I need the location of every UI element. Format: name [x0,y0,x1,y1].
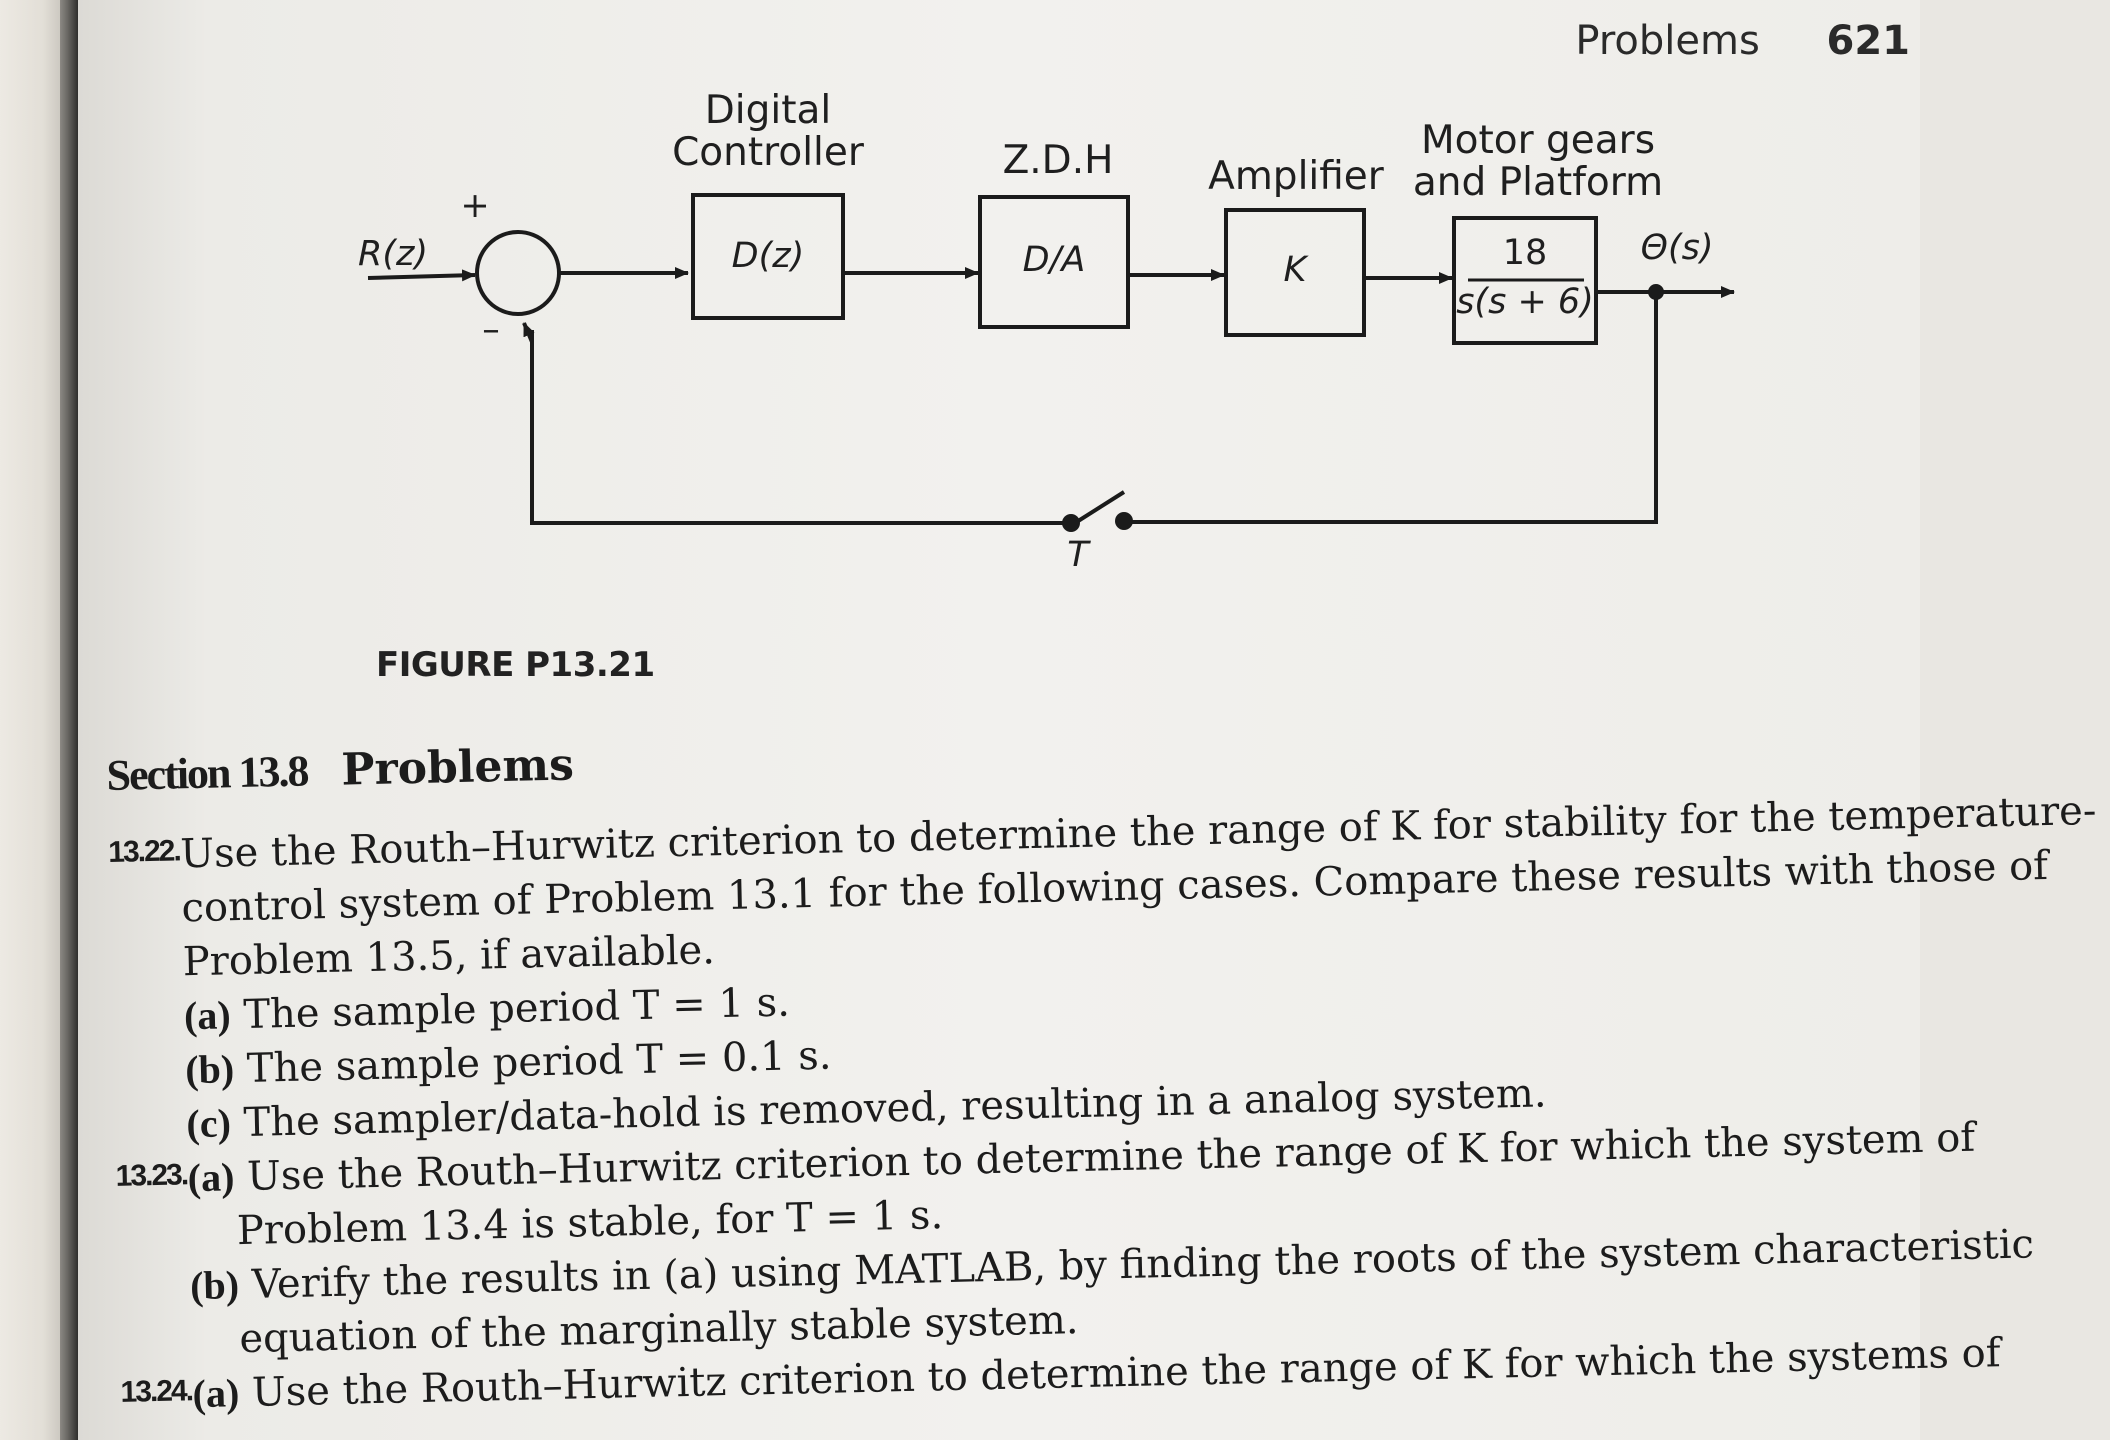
feedback-path-right [1118,292,1658,524]
output-takeoff-dot [1648,284,1664,300]
part-text: The sample period T = 0.1 s. [246,1032,832,1092]
controller-title-line2: Controller [672,130,864,176]
block-zdh [978,195,1130,329]
block-diagram-lines [367,193,1735,532]
input-label: R(z) [358,234,428,274]
part-letter: (c) [185,1100,232,1147]
zdh-content: D/A [1022,240,1086,280]
feedback-path-left [530,330,1071,525]
page-header: Problems 621 [1575,18,1910,64]
controller-title: Digital Controller [648,88,888,176]
section-title: Problems [340,739,575,796]
motor-title-line2: and Platform [1412,160,1664,206]
controller-title-line1: Digital [704,88,832,133]
feedback-arrow [522,322,535,343]
figure-caption: FIGURE P13.21 [376,645,655,685]
section-heading: Section 13.8 Problems [106,739,574,801]
running-head: Problems [1575,18,1760,64]
block-amplifier [1224,208,1366,337]
part-letter: (b) [184,1046,235,1093]
problem-13-22-line3: Problem 13.5, if available. [182,927,716,986]
problem-number-13-23: 13.23. [115,1158,188,1193]
motor-title: Motor gears and Platform [1408,118,1668,206]
block-diagram: Digital Controller Z.D.H Amplifier Motor… [348,80,1768,600]
sampler-label: T [1067,535,1089,575]
sum-minus-sign: – [482,310,500,350]
problem-number-13-22: 13.22. [107,834,181,869]
problem-13-23-part-b-cont: equation of the marginally stable system… [238,1297,1079,1363]
problem-number-13-24: 13.24. [120,1374,193,1409]
problem-13-22-part-a: (a) The sample period T = 1 s. [183,979,791,1039]
part-letter: (a) [187,1154,235,1201]
amplifier-content: K [1283,250,1307,290]
problem-13-22-part-b: (b) The sample period T = 0.1 s. [184,1032,832,1093]
page-number: 621 [1826,18,1911,64]
sampler-switch [1073,490,1126,525]
output-label: Θ(s) [1640,228,1714,268]
summing-junction [475,230,561,316]
part-letter: (b) [189,1262,240,1309]
zdh-title: Z.D.H [1002,138,1114,183]
part-letter: (a) [183,992,232,1039]
block-digital-controller [691,193,845,320]
problem-13-23-part-a-cont: Problem 13.4 is stable, for T = 1 s. [236,1192,944,1255]
part-letter: (a) [192,1370,240,1417]
input-line [367,269,476,282]
motor-title-line1: Motor gears [1420,118,1656,163]
sampler-contact-left [1062,514,1080,532]
section-number: Section 13.8 [106,746,308,800]
sum-plus-sign: + [460,186,490,226]
page: Problems 621 [78,0,1920,1440]
block-motor-platform [1452,216,1598,345]
plant-numerator: 18 [1502,233,1548,273]
previous-page-edge [0,0,60,1440]
sampler-contact-right [1115,512,1133,530]
part-text: The sample period T = 1 s. [242,979,791,1038]
amplifier-title: Amplifier [1208,154,1384,199]
controller-content: D(z) [731,236,805,276]
plant-denominator: s(s + 6) [1456,282,1594,322]
